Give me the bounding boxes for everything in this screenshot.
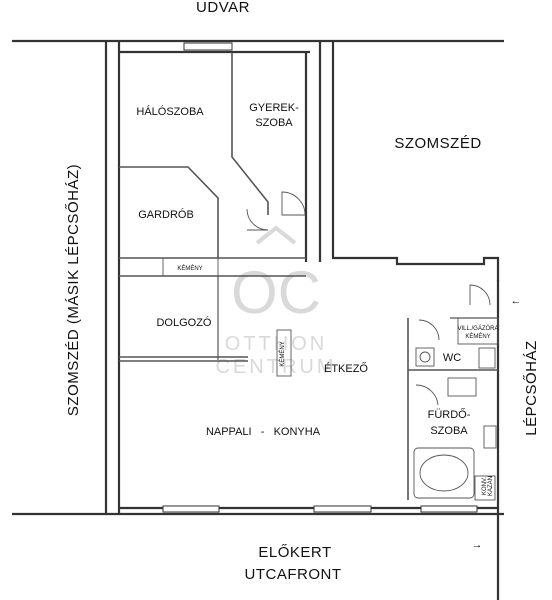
bathroom-fixtures <box>413 317 499 501</box>
meter-label-line1: VILL./GÁZÓRA <box>457 325 498 332</box>
room-gardrob: GARDRÓB <box>138 208 194 221</box>
windows <box>162 42 478 513</box>
room-furdoszoba-line2: SZOBA <box>430 425 468 437</box>
chimney-label-2: KÉMÉNY <box>279 341 286 366</box>
boiler-label-line2: KAZÁN <box>487 476 494 496</box>
room-wc: WC <box>443 352 461 364</box>
room-gyerekszoba-line2: SZOBA <box>255 117 293 129</box>
label-utcafront: UTCAFRONT <box>245 566 342 583</box>
label-udvar: UDVAR <box>196 0 250 16</box>
street-arrow: → <box>472 539 483 551</box>
label-lepcsohaz: LÉPCSŐHÁZ <box>523 340 540 435</box>
otthon-centrum-watermark: OC OTTHON CENTRUM <box>216 225 337 378</box>
boiler-label-line1: KONV. <box>482 477 488 495</box>
label-szomszed: SZOMSZÉD <box>394 135 481 152</box>
meter-label-line2: KÉMÉNY <box>465 333 490 340</box>
room-haloszoba: HÁLÓSZOBA <box>136 105 204 118</box>
doors <box>246 191 491 406</box>
label-elokert: ELŐKERT <box>258 544 331 561</box>
room-gyerekszoba-line1: GYEREK- <box>249 102 299 114</box>
room-furdoszoba-line1: FÜRDŐ- <box>428 407 471 421</box>
watermark-line2: CENTRUM <box>216 356 337 378</box>
room-etkezo: ÉTKEZŐ <box>324 361 368 375</box>
interior-walls <box>119 52 498 500</box>
watermark-line1: OTTHON <box>225 333 327 355</box>
label-szomszed-masik-lepcsohaz: SZOMSZÉD (MÁSIK LÉPCSŐHÁZ) <box>65 164 82 416</box>
watermark-logo: OC <box>231 259 321 326</box>
chimney-label: KÉMÉNY <box>177 265 202 272</box>
room-nappali-konyha: NAPPALI - KONYHA <box>206 426 321 438</box>
entrance-arrow: ← <box>511 295 522 307</box>
room-dolgozo: DOLGOZÓ <box>156 316 211 329</box>
